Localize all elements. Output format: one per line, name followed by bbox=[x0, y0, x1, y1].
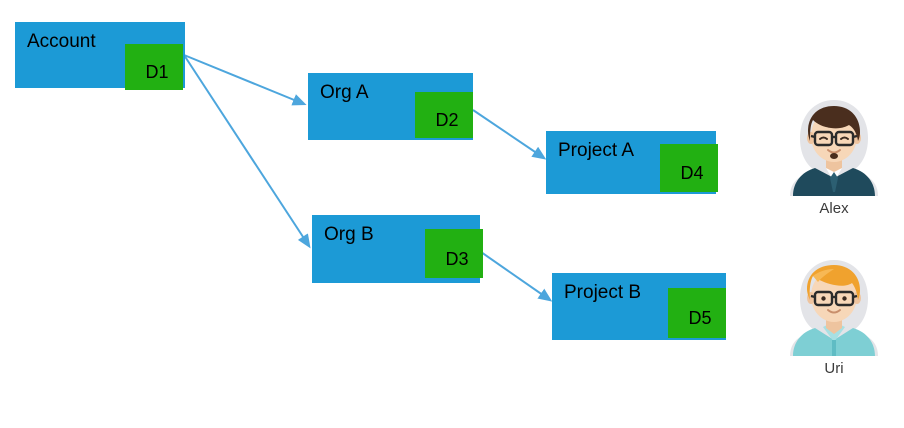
person-name-uri: Uri bbox=[824, 360, 844, 377]
node-label-org-a: Org A bbox=[320, 82, 369, 103]
edge-account-to-org-a bbox=[183, 54, 307, 106]
edge-account-to-org-b bbox=[183, 54, 311, 249]
badge-label-org-b: D3 bbox=[445, 248, 469, 269]
avatar-alex-icon bbox=[790, 100, 878, 196]
badge-d2-org-a[interactable]: D2 bbox=[415, 92, 473, 138]
badge-d1-account[interactable]: D1 bbox=[125, 44, 183, 90]
person-alex[interactable]: Alex bbox=[782, 92, 886, 217]
badge-label-org-a: D2 bbox=[435, 110, 459, 130]
node-label-project-a: Project A bbox=[558, 140, 635, 161]
badge-label-project-b: D5 bbox=[688, 308, 712, 328]
badge-label-project-a: D4 bbox=[680, 163, 704, 183]
avatar-uri bbox=[782, 252, 886, 356]
avatar-uri-icon bbox=[790, 260, 878, 356]
badge-label-account: D1 bbox=[145, 62, 169, 82]
badge-d5-project-b[interactable]: D5 bbox=[668, 288, 726, 338]
person-uri[interactable]: Uri bbox=[782, 252, 886, 377]
badge-d4-project-a[interactable]: D4 bbox=[660, 144, 718, 192]
node-label-project-b: Project B bbox=[564, 282, 642, 303]
node-label-org-b: Org B bbox=[324, 224, 374, 245]
avatar-alex bbox=[782, 92, 886, 196]
person-name-alex: Alex bbox=[819, 200, 849, 217]
edge-org-a-to-project-a bbox=[472, 109, 547, 160]
edge-org-b-to-project-b bbox=[480, 251, 553, 302]
node-label-account: Account bbox=[27, 31, 96, 52]
badge-d3-org-b[interactable]: D3 bbox=[425, 229, 483, 278]
